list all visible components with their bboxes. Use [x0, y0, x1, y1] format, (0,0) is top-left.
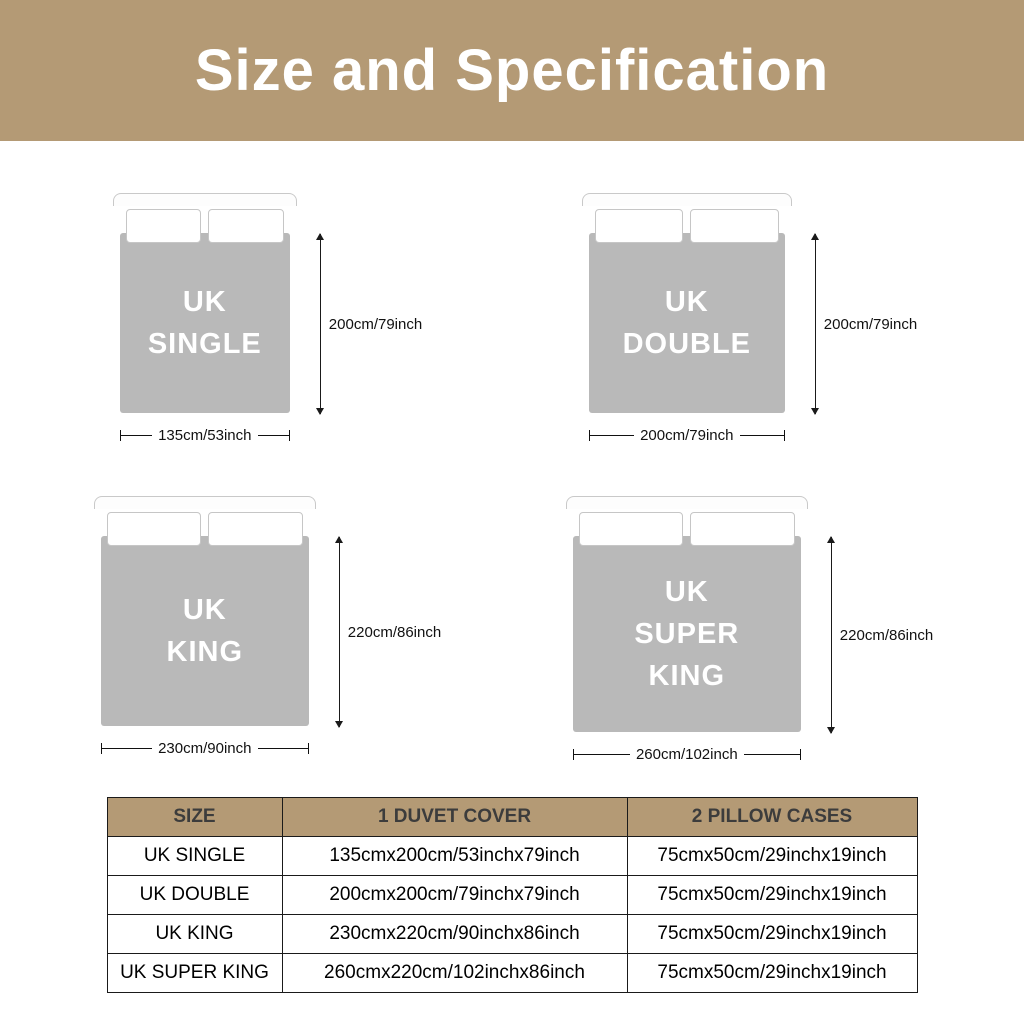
bed-diagram: UK KING — [93, 496, 316, 726]
dimension-line — [589, 435, 635, 436]
table-cell-size: UK KING — [106, 914, 283, 954]
dimension-end-cap — [119, 430, 121, 441]
dimension-end-cap — [100, 743, 102, 754]
table-cell-duvet: 200cmx200cm/79inchx79inch — [281, 875, 628, 915]
bed-size-label: UK SINGLE — [147, 285, 262, 360]
table-cell-size: UK SINGLE — [106, 836, 283, 876]
table-cell-duvet: 135cmx200cm/53inchx79inch — [281, 836, 628, 876]
dimension-end-cap — [288, 430, 290, 441]
title-banner: Size and Specification — [0, 0, 1024, 141]
bed-figure-uk-super-king: UK SUPER KING 260cm/102inch 220cm/86inch — [565, 496, 934, 763]
dimension-line — [101, 748, 153, 749]
bed-headboard — [112, 193, 297, 206]
width-dimension-label: 230cm/90inch — [158, 740, 252, 757]
dimension-end-cap — [799, 749, 801, 760]
height-dimension-label: 200cm/79inch — [823, 315, 918, 333]
dimension-end-cap — [572, 749, 574, 760]
height-dimension-label: 220cm/86inch — [839, 626, 934, 644]
bed-headboard — [581, 193, 792, 206]
table-header-duvet-cover: 1 DUVET COVER — [281, 797, 628, 837]
table-cell-size: UK DOUBLE — [106, 875, 283, 915]
table-cell-pillow: 75cmx50cm/29inchx19inch — [626, 875, 918, 915]
dimension-arrow-line — [335, 536, 344, 728]
table-cell-pillow: 75cmx50cm/29inchx19inch — [626, 914, 918, 954]
table-cell-duvet: 230cmx220cm/90inchx86inch — [281, 914, 628, 954]
bed-figure-uk-single: UK SINGLE 135cm/53inch 200cm/79inch — [112, 193, 423, 444]
dimension-arrow-line — [316, 233, 325, 415]
table-header-row: SIZE 1 DUVET COVER 2 PILLOW CASES — [106, 797, 918, 837]
height-dimension: 220cm/86inch — [335, 536, 442, 728]
width-dimension-label: 200cm/79inch — [640, 427, 734, 444]
dimension-line — [573, 754, 630, 755]
table-cell-duvet: 260cmx220cm/102inchx86inch — [281, 953, 628, 993]
bed-diagram: UK SUPER KING — [565, 496, 808, 732]
width-dimension: 230cm/90inch — [100, 740, 309, 757]
bed-figure-uk-double: UK DOUBLE 200cm/79inch 200cm/79inch — [581, 193, 918, 444]
table-row: UK SUPER KING 260cmx220cm/102inchx86inch… — [106, 953, 918, 993]
table-row: UK KING 230cmx220cm/90inchx86inch 75cmx5… — [106, 914, 918, 954]
dimension-line — [743, 754, 800, 755]
height-dimension-label: 200cm/79inch — [328, 315, 423, 333]
bed-headboard — [93, 496, 316, 509]
pillow — [690, 209, 779, 243]
table-header-pillow-cases: 2 PILLOW CASES — [626, 797, 918, 837]
pillows — [120, 209, 290, 243]
bed-column: UK DOUBLE 200cm/79inch — [581, 193, 792, 444]
width-dimension: 135cm/53inch — [119, 427, 290, 444]
dimension-line — [257, 435, 289, 436]
bed-diagram: UK SINGLE — [112, 193, 297, 413]
width-dimension: 200cm/79inch — [588, 427, 785, 444]
pillow — [125, 209, 202, 243]
bed-mattress: UK KING — [100, 536, 309, 726]
table-cell-size: UK SUPER KING — [106, 953, 283, 993]
width-dimension-label: 260cm/102inch — [635, 746, 738, 763]
bed-mattress: UK DOUBLE — [588, 233, 785, 413]
table-header-size: SIZE — [106, 797, 283, 837]
pillow — [594, 209, 684, 243]
height-dimension: 220cm/86inch — [827, 536, 934, 734]
bed-figure-uk-king: UK KING 230cm/90inch 220cm/86inch — [93, 496, 442, 763]
width-dimension: 260cm/102inch — [572, 746, 801, 763]
pillows — [101, 512, 309, 546]
pillows — [589, 209, 785, 243]
size-specification-table: SIZE 1 DUVET COVER 2 PILLOW CASES UK SIN… — [106, 797, 918, 993]
bed-column: UK KING 230cm/90inch — [93, 496, 316, 757]
bed-diagrams-grid: UK SINGLE 135cm/53inch 200cm/79inch — [0, 141, 1024, 763]
dimension-line — [739, 435, 784, 436]
table-cell-pillow: 75cmx50cm/29inchx19inch — [626, 953, 918, 993]
page-title: Size and Specification — [194, 38, 830, 103]
bed-mattress: UK SUPER KING — [572, 536, 801, 732]
height-dimension: 200cm/79inch — [316, 233, 423, 415]
pillow — [208, 512, 303, 546]
pillow — [106, 512, 202, 546]
pillow — [690, 512, 795, 546]
dimension-end-cap — [307, 743, 309, 754]
bed-headboard — [565, 496, 808, 509]
bed-diagram: UK DOUBLE — [581, 193, 792, 413]
bed-mattress: UK SINGLE — [119, 233, 290, 413]
table-row: UK SINGLE 135cmx200cm/53inchx79inch 75cm… — [106, 836, 918, 876]
dimension-end-cap — [783, 430, 785, 441]
pillow — [208, 209, 284, 243]
bed-column: UK SUPER KING 260cm/102inch — [565, 496, 808, 763]
pillows — [573, 512, 801, 546]
bed-column: UK SINGLE 135cm/53inch — [112, 193, 297, 444]
table-row: UK DOUBLE 200cmx200cm/79inchx79inch 75cm… — [106, 875, 918, 915]
width-dimension-label: 135cm/53inch — [158, 427, 252, 444]
bed-size-label: UK KING — [166, 593, 244, 668]
dimension-arrow-line — [827, 536, 836, 734]
height-dimension: 200cm/79inch — [811, 233, 918, 415]
dimension-line — [120, 435, 153, 436]
bed-size-label: UK SUPER KING — [634, 575, 740, 693]
table-cell-pillow: 75cmx50cm/29inchx19inch — [626, 836, 918, 876]
height-dimension-label: 220cm/86inch — [347, 623, 442, 641]
bed-size-label: UK DOUBLE — [622, 285, 752, 360]
dimension-line — [257, 748, 308, 749]
dimension-end-cap — [588, 430, 590, 441]
dimension-arrow-line — [811, 233, 820, 415]
pillow — [578, 512, 684, 546]
